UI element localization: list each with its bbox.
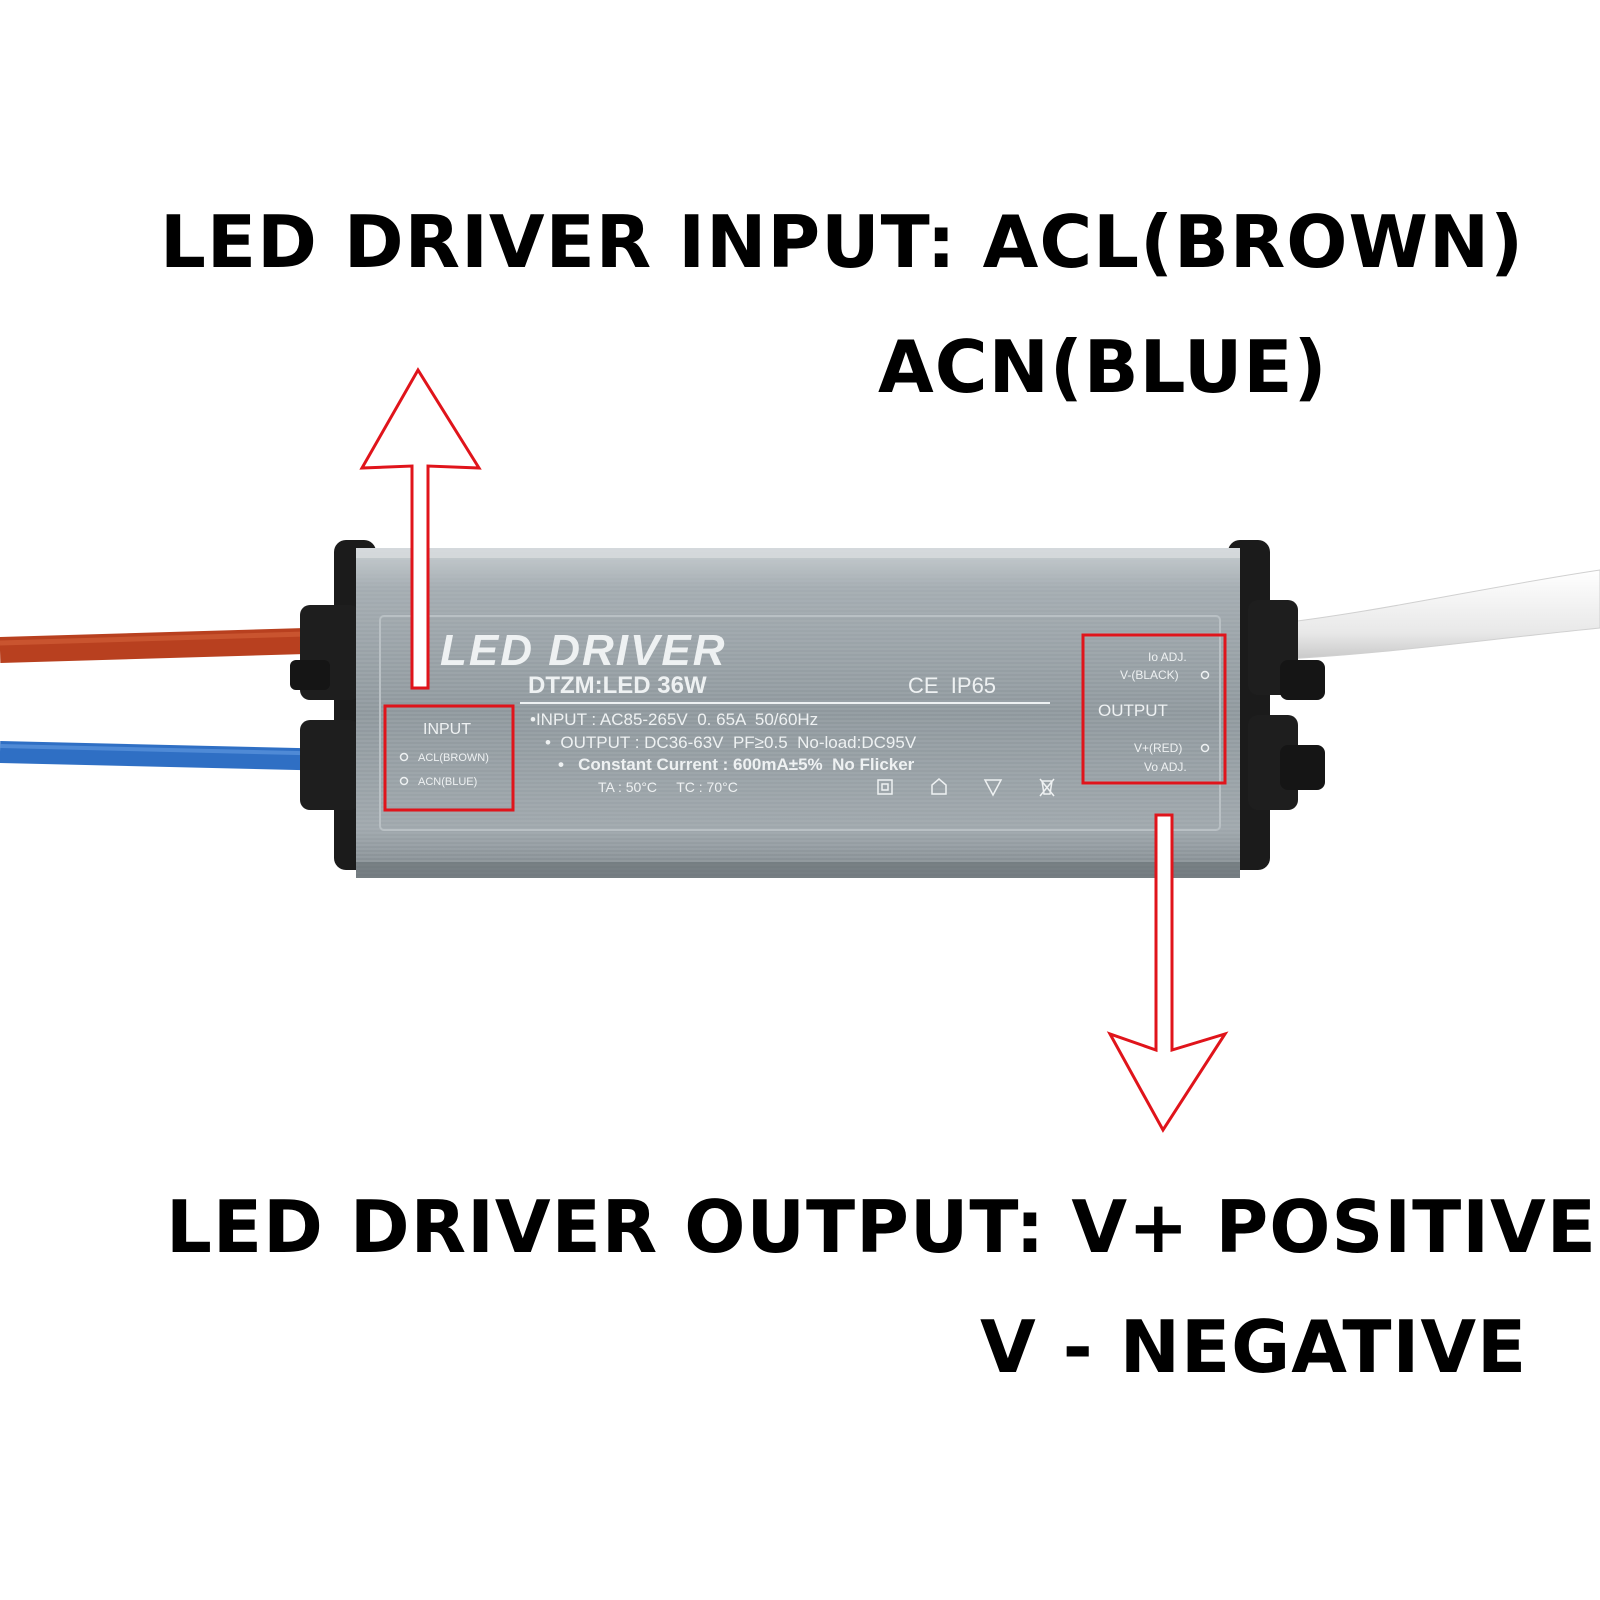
input-arrow-up-icon [359,367,482,690]
spec-input-text: •INPUT : AC85-265V 0. 65A 50/60Hz [530,710,818,729]
vpos-terminal-icon [1200,743,1210,753]
spec-temp-text: TA : 50°C TC : 70°C [598,779,738,795]
output-vpos-text: V+(RED) [1134,741,1182,755]
input-acn-text: ACN(BLUE) [418,776,477,788]
f-triangle-icon [983,779,1003,797]
blue-wire [0,741,341,771]
left-end-cap [290,540,376,870]
crossed-bin-icon [1039,778,1055,797]
output-vneg-text: V-(BLACK) [1120,668,1179,682]
output-caption-line1: LED DRIVER OUTPUT: V+ POSITIVE [166,1185,1597,1269]
acn-terminal-icon [399,776,409,786]
vneg-terminal-icon [1200,670,1210,680]
brown-wire [0,627,341,663]
input-box-title: INPUT [423,721,471,738]
house-icon [931,778,947,795]
input-highlight-box [383,704,515,812]
square-in-square-icon [877,779,893,795]
output-io-text: Io ADJ. [1148,650,1187,664]
output-box-title: OUTPUT [1098,701,1168,720]
cert-text: CE IP65 [908,673,996,698]
output-highlight-box [1081,633,1227,785]
spec-output-text: • OUTPUT : DC36-63V PF≥0.5 No-load:DC95V [545,733,917,752]
label-plate [379,615,1221,831]
acl-terminal-icon [399,752,409,762]
label-text: LED DRIVER DTZM:LED 36W CE IP65 •INPUT :… [399,626,1210,797]
white-cable [1264,569,1600,661]
driver-case [356,548,1240,878]
input-caption-line2: ACN(BLUE) [878,325,1328,409]
blue-wire-highlight [0,744,341,756]
right-end-cap [1228,540,1325,870]
output-arrow-down-icon [1106,813,1229,1133]
wires [0,569,1600,771]
output-vo-text: Vo ADJ. [1144,760,1187,774]
output-caption-line2: V - NEGATIVE [980,1305,1528,1389]
spec-current-text: • Constant Current : 600mA±5% No Flicker [558,755,915,774]
brand-text: LED DRIVER [440,626,726,675]
input-caption-line1: LED DRIVER INPUT: ACL(BROWN) [160,200,1525,284]
brown-wire-highlight [0,630,341,646]
input-acl-text: ACL(BROWN) [418,752,489,764]
model-text: DTZM:LED 36W [528,672,707,699]
